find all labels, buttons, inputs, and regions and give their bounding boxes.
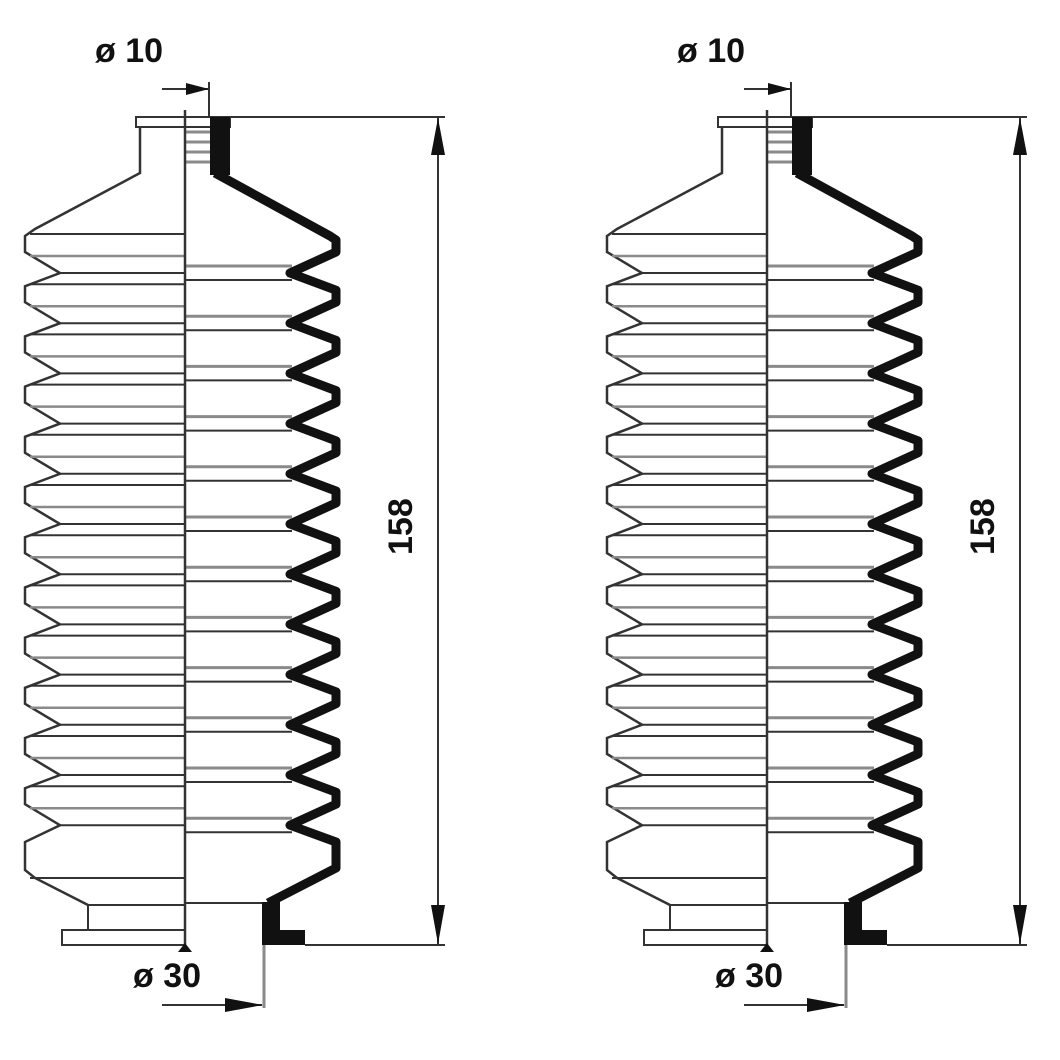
bottom-diameter-label: ø 30 (133, 957, 201, 995)
top-diameter-label: ø 10 (677, 32, 745, 70)
bottom-neck (87, 904, 186, 931)
section-wall (212, 169, 341, 908)
arrow-right-icon (225, 998, 263, 1012)
bellows-geometry (23, 82, 445, 1012)
top-collar-wall (792, 117, 812, 175)
length-label: 158 (964, 498, 1002, 555)
axis-marker-icon (760, 943, 774, 952)
section-wall (794, 169, 923, 908)
arrow-right-icon (807, 998, 845, 1012)
bottom-flange (61, 929, 186, 946)
outer-profile-outline (23, 127, 142, 907)
bellows-drawing-left: ø 10 ø 30 158 (23, 32, 445, 1012)
arrow-right-icon (186, 83, 209, 95)
length-label: 158 (382, 498, 420, 555)
axis-marker-icon (178, 943, 192, 952)
bottom-flange (643, 929, 768, 946)
bellows-geometry (605, 82, 1027, 1012)
arrow-down-icon (431, 905, 445, 944)
top-diameter-label: ø 10 (95, 32, 163, 70)
top-collar-wall (210, 117, 230, 175)
bottom-collar-wall (262, 902, 305, 945)
arrow-up-icon (431, 118, 445, 155)
bottom-collar-wall (844, 902, 887, 945)
bellows-drawing-right: ø 10 ø 30 158 (605, 32, 1027, 1012)
bottom-neck (669, 904, 768, 931)
arrow-right-icon (768, 83, 791, 95)
arrow-down-icon (1013, 905, 1027, 944)
bottom-diameter-label: ø 30 (715, 957, 783, 995)
outer-profile-outline (605, 127, 724, 907)
arrow-up-icon (1013, 118, 1027, 155)
